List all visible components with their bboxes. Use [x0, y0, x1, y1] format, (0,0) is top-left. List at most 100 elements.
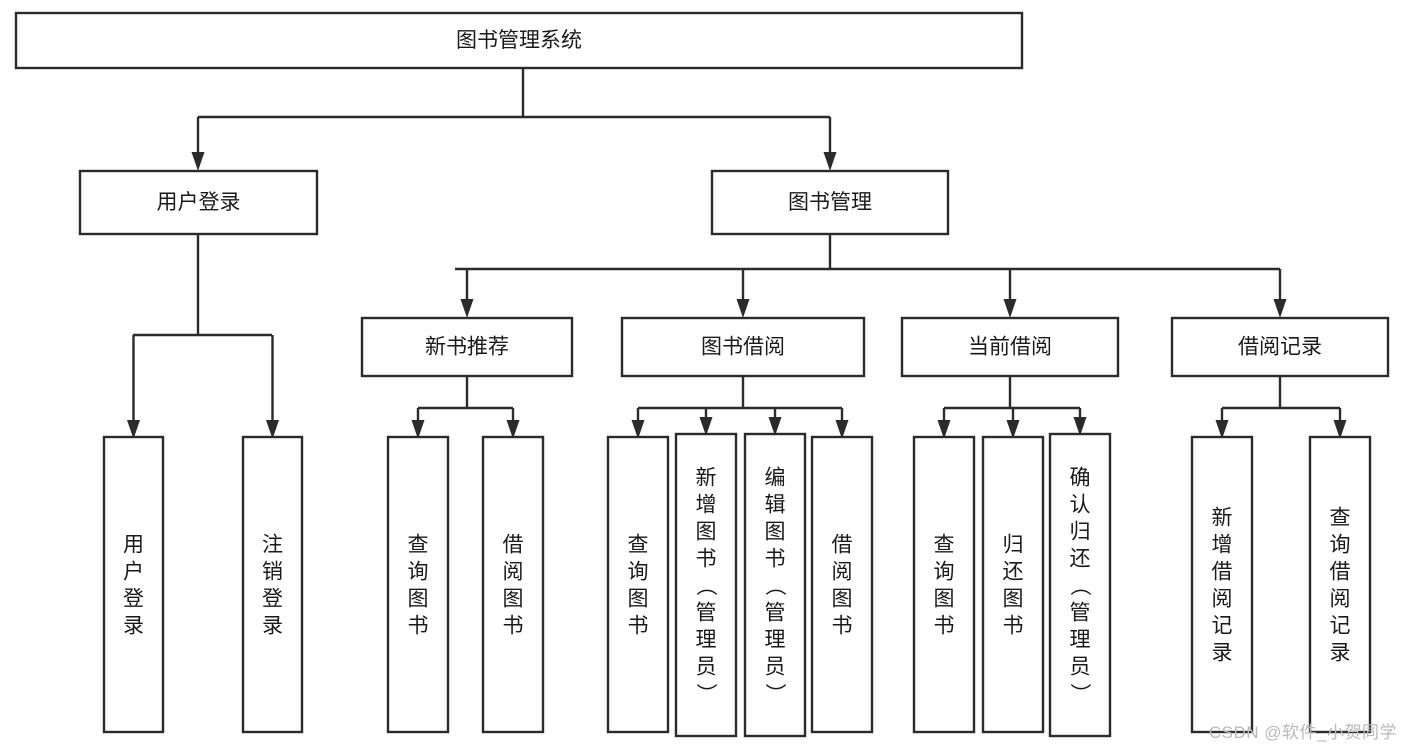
node-box-leaf-borrow-book-1 [481, 435, 545, 734]
arrow-head-icon-current_to_leaves-0 [937, 420, 951, 439]
node-box-book-manage [710, 169, 950, 236]
node-label-char: 记 [1212, 615, 1233, 638]
arrow-head-icon-root-1 [823, 152, 837, 171]
node-label-char: 理 [696, 629, 717, 652]
node-box-leaf-edit-book [743, 432, 807, 738]
node-label-root: 图书管理系统 [456, 29, 582, 52]
node-label-char: 确 [1070, 467, 1091, 490]
node-label-char: 阅 [1330, 588, 1351, 611]
node-label-char: 录 [1330, 642, 1351, 665]
node-label-char: 图 [503, 588, 524, 611]
arrow-head-icon-current_to_leaves-2 [1073, 417, 1087, 436]
node-box-current-borrow [900, 316, 1120, 378]
node-box-new-book-recommend [360, 316, 574, 378]
node-label-char: 增 [696, 494, 717, 517]
arrow-head-icon-record_to_leaves-1 [1333, 420, 1347, 439]
node-box-leaf-query-book-2 [606, 435, 670, 734]
node-label-char: 书 [765, 548, 786, 571]
node-label-char: 书 [503, 615, 524, 638]
node-new-book-recommend[interactable]: 新书推荐 [360, 316, 574, 378]
node-label-char: 编 [765, 467, 786, 490]
node-label-char: 书 [408, 615, 429, 638]
node-label-new-book-recommend: 新书推荐 [425, 336, 509, 359]
arrow-head-icon-l2-3 [1273, 299, 1287, 318]
node-book-borrow[interactable]: 图书借阅 [620, 316, 866, 378]
node-current-borrow[interactable]: 当前借阅 [900, 316, 1120, 378]
node-label-book-borrow: 图书借阅 [701, 336, 785, 359]
arrow-head-icon-record_to_leaves-0 [1215, 420, 1229, 439]
node-label-char: 户 [123, 561, 144, 584]
arrow-head-icon-borrow_to_leaves-0 [631, 420, 645, 439]
node-box-leaf-add-record [1190, 435, 1254, 734]
node-label-char: 询 [408, 561, 429, 584]
node-box-leaf-logout-login [241, 435, 304, 734]
node-label-char: 录 [1212, 642, 1233, 665]
arrow-head-icon-user_login_to_leaves-1 [266, 420, 279, 439]
node-label-char: 询 [628, 561, 649, 584]
node-label-char: 图 [696, 521, 717, 544]
node-label-char: 书 [628, 615, 649, 638]
node-borrow-record[interactable]: 借阅记录 [1170, 316, 1390, 378]
node-label-char: 员 [765, 656, 786, 679]
node-label-char: 书 [1003, 615, 1024, 638]
node-label-char: 理 [1070, 629, 1091, 652]
node-label-char: 管 [696, 602, 717, 625]
node-label-char: 归 [1003, 534, 1024, 557]
node-root[interactable]: 图书管理系统 [14, 11, 1024, 70]
arrow-head-icon-l2-0 [460, 299, 474, 318]
arrow-head-icon-borrow_to_leaves-2 [768, 417, 782, 436]
node-label-char: 理 [765, 629, 786, 652]
node-label-char: 询 [1330, 534, 1351, 557]
arrow-head-icon-borrow_to_leaves-1 [699, 417, 713, 436]
node-label-char: 员 [696, 656, 717, 679]
node-label-char: ） [763, 683, 786, 704]
node-label-char: 录 [123, 615, 144, 638]
node-box-leaf-query-record [1308, 435, 1372, 734]
node-label-char: 借 [1212, 561, 1233, 584]
node-label-char: （ [694, 575, 717, 596]
node-label-char: 借 [832, 534, 853, 557]
node-label-char: 询 [934, 561, 955, 584]
arrow-head-icon-root-0 [191, 152, 205, 171]
node-box-leaf-confirm-return [1048, 432, 1112, 738]
node-label-char: 借 [503, 534, 524, 557]
node-label-char: 注 [262, 534, 283, 557]
node-label-char: 图 [408, 588, 429, 611]
node-leaf-user-login[interactable]: 用户登录 [102, 435, 165, 734]
node-label-char: 员 [1070, 656, 1091, 679]
node-user-login[interactable]: 用户登录 [78, 169, 319, 236]
node-box-user-login [78, 169, 319, 236]
node-label-char: 图 [765, 521, 786, 544]
node-box-leaf-add-book [674, 432, 738, 738]
node-label-char: 图 [934, 588, 955, 611]
node-box-book-borrow [620, 316, 866, 378]
node-label-char: 图 [628, 588, 649, 611]
node-box-leaf-return-book [981, 435, 1045, 734]
node-box-leaf-query-book-1 [386, 435, 450, 734]
node-label-char: ） [694, 683, 717, 704]
node-label-char: 辑 [765, 494, 786, 517]
node-label-char: 管 [765, 602, 786, 625]
node-label-char: 管 [1070, 602, 1091, 625]
node-label-char: 查 [1330, 507, 1351, 530]
node-box-leaf-borrow-book-2 [810, 435, 874, 734]
node-book-manage[interactable]: 图书管理 [710, 169, 950, 236]
node-label-char: 查 [408, 534, 429, 557]
arrow-head-icon-l2-1 [736, 299, 750, 318]
node-label-current-borrow: 当前借阅 [968, 336, 1052, 359]
node-label-char: 查 [934, 534, 955, 557]
node-label-char: 书 [934, 615, 955, 638]
